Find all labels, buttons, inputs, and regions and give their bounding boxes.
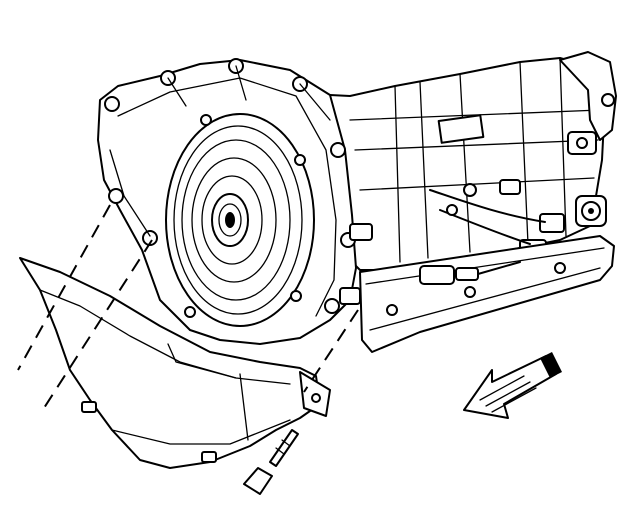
torque-converter [165,113,315,327]
oil-pan [359,235,615,353]
transmission-case [329,51,617,271]
housing-fasteners [339,223,373,305]
cover-bolt [243,429,299,495]
converter-cover [19,257,331,469]
front-direction-arrow-icon [463,352,562,419]
alignment-lines [17,204,359,409]
